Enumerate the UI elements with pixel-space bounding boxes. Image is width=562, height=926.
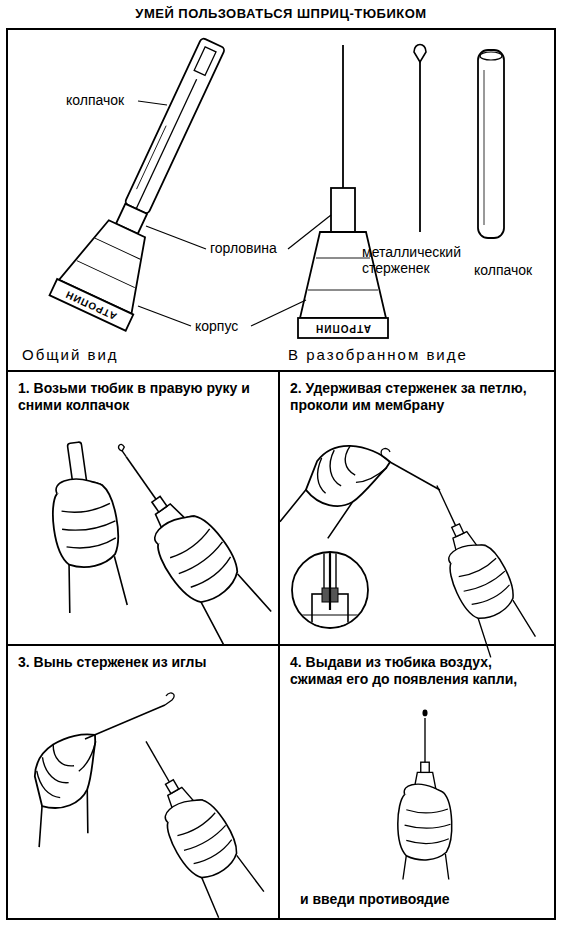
part-label: колпачок [66,92,124,108]
metal-stylet [165,693,174,705]
hand-with-tube [398,710,452,880]
step-panel: 3. Вынь стерженек из иглы [6,644,280,920]
metal-stylet [381,449,440,490]
step-panel: 2. Удерживая стерженек за петлю, проколи… [278,370,556,646]
metal-stylet [381,449,390,462]
part-label: колпачок [474,262,532,278]
wrist [196,853,264,918]
cap [484,70,485,225]
step-instruction: 1. Возьми тюбик в правую руку и сними ко… [18,380,270,414]
assembled-tube [50,279,134,331]
wrist [473,598,536,657]
step-instruction: 2. Удерживая стерженек за петлю, проколи… [290,380,542,414]
part-label: металлический стерженек [362,244,470,276]
leader-line [288,215,331,249]
metal-stylet [85,705,165,739]
disassembled-tube [331,188,355,232]
syringe-tube [413,718,437,795]
hand-with-tube [117,443,129,457]
inset-membrane [329,548,331,610]
inset-membrane [292,548,368,634]
disassembled-tube [298,318,388,338]
hand-with-tube [92,428,272,647]
part-label: корпус [195,318,238,334]
fist-hand [47,474,122,571]
hand-with-tube [422,710,427,717]
assembled-tube [136,79,196,209]
assembled-tube [124,37,225,214]
leader-line [138,101,167,105]
step-instruction: и введи противоядие [300,891,450,908]
hand-with-tube [403,854,449,880]
metal-stylet [85,693,174,739]
fist-hand [440,534,521,625]
step-panel: 1. Возьми тюбик в правую руку и сними ко… [6,370,280,646]
step-panel: 4. Выдави из тюбика воздух, сжимая его д… [278,644,556,920]
disassembled-tube [298,45,388,338]
wrist [63,555,127,613]
hand-with-tube [412,474,536,659]
assembled-tube [50,25,252,331]
tube-inscription: АТРОПИН [315,323,371,333]
title: УМЕЙ ПОЛЬЗОВАТЬСЯ ШПРИЦ-ТЮБИКОМ [0,6,562,21]
pinching-hand [279,436,392,547]
step-instruction: 4. Выдави из тюбика воздух, сжимая его д… [290,654,542,688]
hand-with-tube [121,727,265,919]
metal-stylet [419,62,421,232]
assembled-tube [194,47,216,76]
tube-inscription: АТРОПИН [64,289,119,322]
overview-panel: Общий вид В разобранном виде [6,28,556,372]
cap [478,50,504,238]
fist-hand [398,784,452,860]
inset-membrane [298,548,362,634]
metal-stylet [390,462,440,490]
step-instruction: 3. Вынь стерженек из иглы [18,654,270,671]
pinching-hand [2,726,131,854]
cap [478,50,504,238]
fist-hand [145,502,248,611]
pinching-hand [279,436,392,547]
view-caption: Общий вид [22,346,119,364]
leader-line [138,101,331,326]
leader-line [251,300,306,326]
view-caption: В разобранном виде [288,346,468,364]
cap [480,52,502,60]
disassembled-tube [342,45,344,188]
part-label: горловина [210,240,277,256]
assembled-tube [137,126,167,189]
assembled-tube [77,235,147,287]
pinching-hand [2,726,131,854]
metal-stylet [414,45,426,63]
fist-hand [156,788,246,886]
metal-stylet [414,45,426,233]
inset-membrane [298,615,362,616]
hand-with-cap [42,438,128,613]
leader-line [146,226,206,249]
wrist [195,571,271,645]
leader-line [138,306,191,326]
